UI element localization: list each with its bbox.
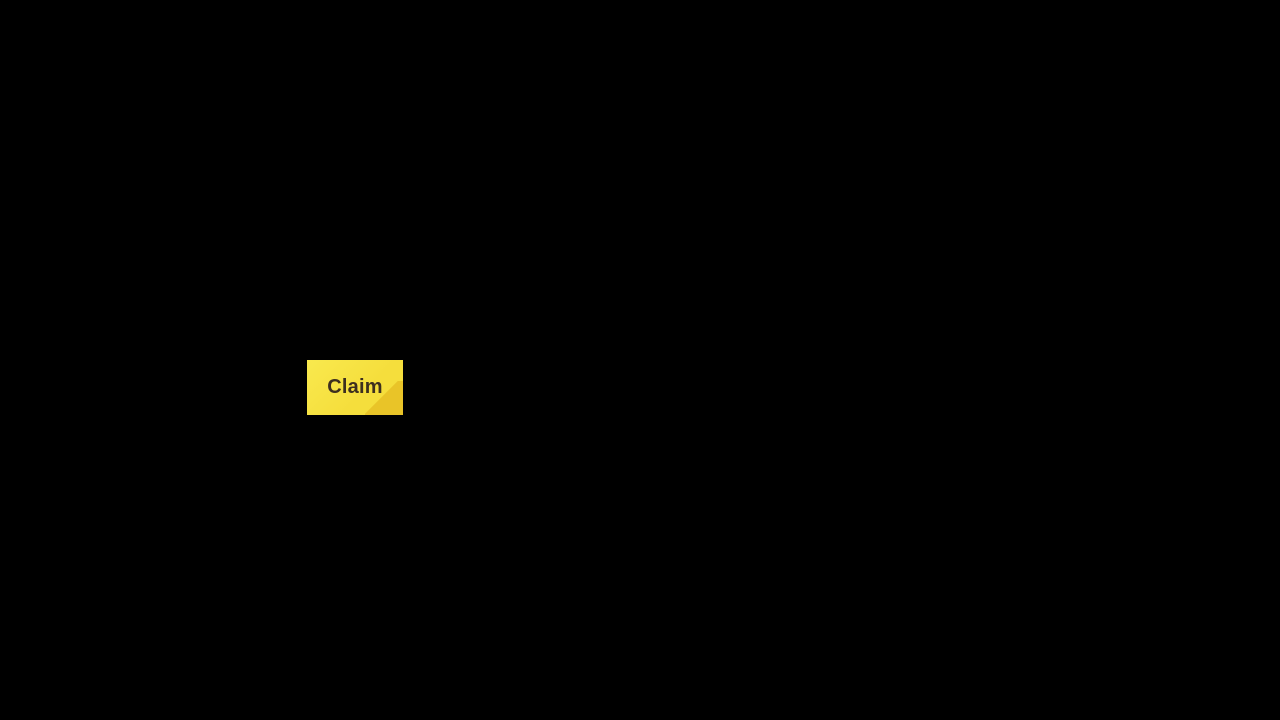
claim-button[interactable]: Claim (307, 360, 403, 415)
claim-button-label: Claim (327, 376, 383, 398)
